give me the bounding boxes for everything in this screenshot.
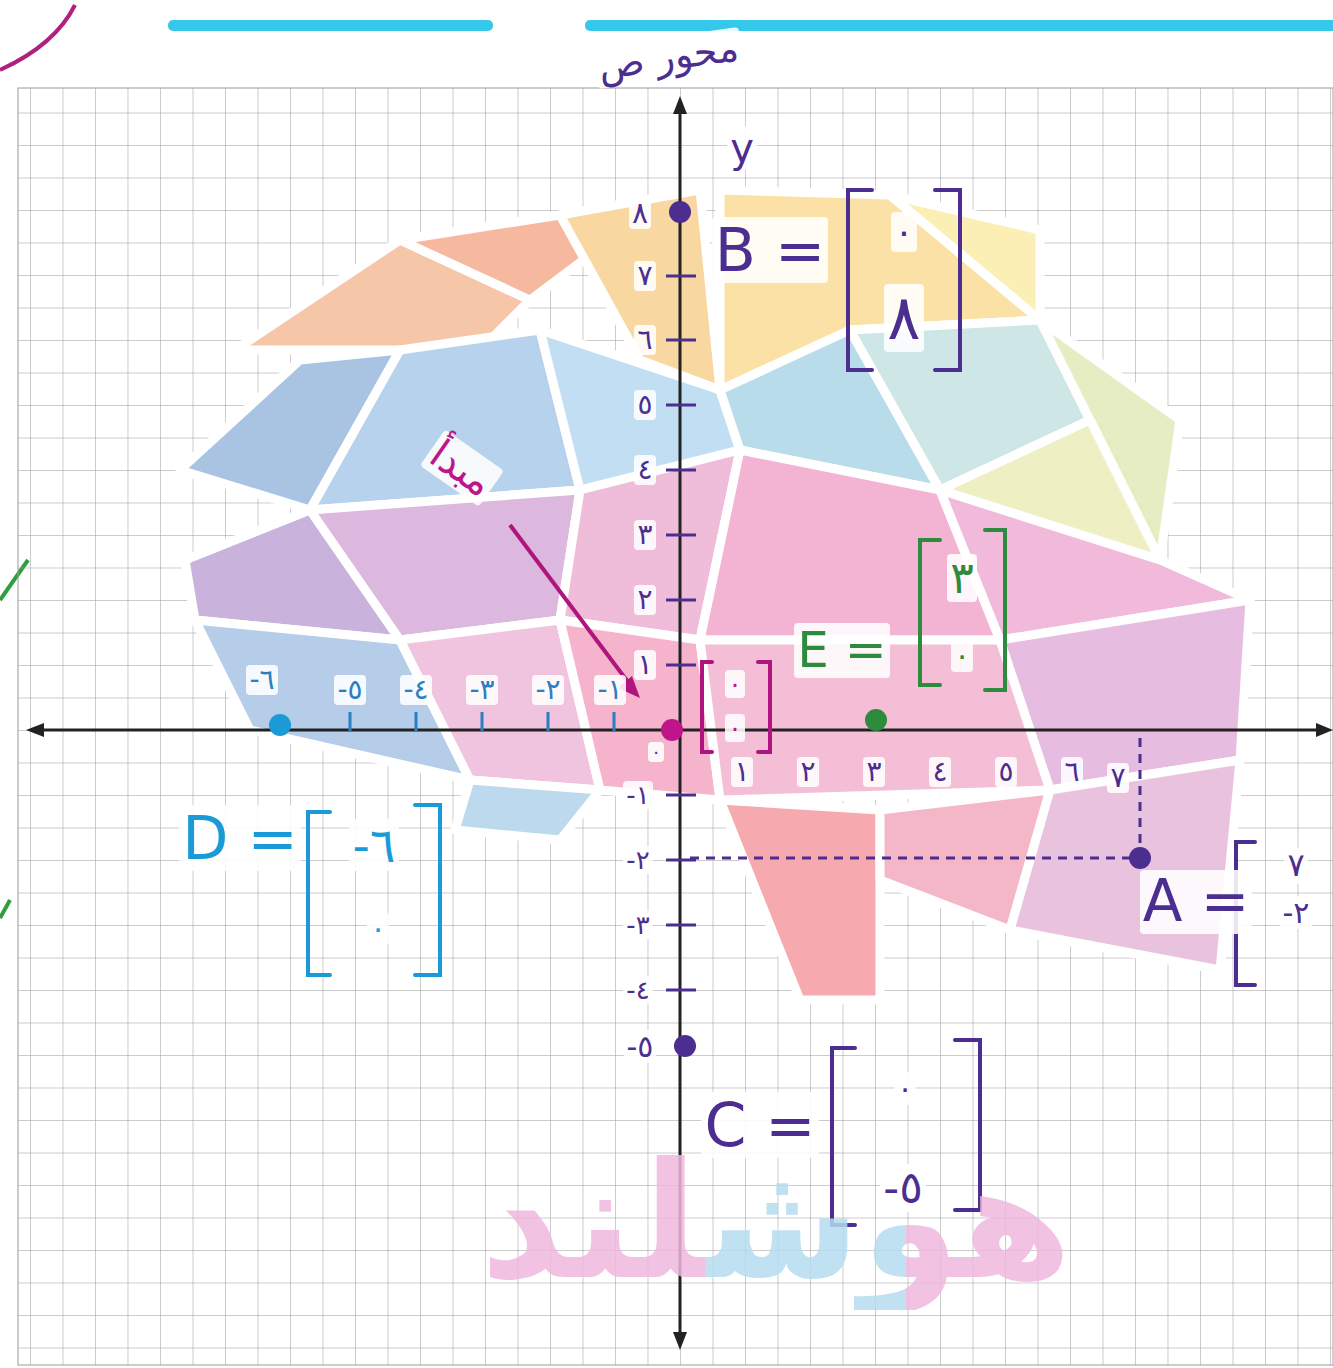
tick-marks <box>350 712 614 732</box>
tick-label: -٢ <box>532 675 563 706</box>
point-c <box>674 1035 696 1057</box>
tick-label: ٦ <box>634 325 655 356</box>
matrix-entry: -٥ <box>880 1164 926 1212</box>
matrix-entry: -٦ <box>349 819 398 872</box>
point-name: A = <box>1140 870 1253 934</box>
decor-stroke <box>0 900 10 918</box>
watermark: هوشلند <box>480 1134 1072 1310</box>
matrix-bracket <box>308 190 1255 1225</box>
matrix-entry: ٠ <box>891 212 916 252</box>
tick-label: -٣ <box>623 911 652 940</box>
tick-label: ٥ <box>634 390 655 421</box>
point-name: E = <box>794 623 889 678</box>
point-a <box>1129 847 1151 869</box>
tick-label: ٦ <box>1061 757 1082 788</box>
point-e <box>865 709 887 731</box>
axis-letter: y <box>727 126 757 170</box>
tick-label: ٠ <box>648 742 664 762</box>
point-d <box>269 714 291 736</box>
point-name: B = <box>712 217 829 283</box>
tick-marks <box>666 276 696 990</box>
matrix-entry: ٨ <box>884 284 923 352</box>
decor-stroke <box>0 5 75 70</box>
tick-label: -٢ <box>623 846 652 875</box>
tick-label: -٥ <box>624 1030 657 1063</box>
tick-label: ٣ <box>863 757 884 788</box>
matrix-entry: ٣ <box>947 554 977 602</box>
matrix-entry: ٠ <box>725 714 745 743</box>
tick-label: ٥ <box>995 757 1016 788</box>
origin-note: مبدأ <box>420 429 504 506</box>
header-bar <box>168 20 493 31</box>
tick-label: -٤ <box>400 675 431 706</box>
tick-label: ١ <box>731 757 752 788</box>
tick-label: ٧ <box>634 261 655 292</box>
axis-title: محور ص <box>592 27 743 89</box>
tick-label: ٨ <box>629 196 651 229</box>
tick-label: ٣ <box>634 520 655 551</box>
point-name: D = <box>179 805 301 871</box>
matrix-entry: ٠ <box>367 912 389 945</box>
tick-label: ٧ <box>1107 763 1128 794</box>
point-b <box>669 201 691 223</box>
matrix-entry: -٢ <box>1280 896 1313 929</box>
leader-arrow <box>510 525 640 698</box>
tick-label: -١ <box>623 781 652 810</box>
header-bar <box>585 20 1333 31</box>
point-origin <box>661 719 683 741</box>
tick-label: -٥ <box>334 675 365 706</box>
tick-label: ٢ <box>634 585 655 616</box>
tick-label: -٤ <box>623 976 652 1005</box>
grid <box>18 88 1333 1365</box>
tick-label: -١ <box>594 675 625 706</box>
matrix-entry: ٠ <box>894 1072 916 1105</box>
point-name: C = <box>701 1092 818 1158</box>
matrix-entry: ٠ <box>725 670 745 699</box>
brain-watermark <box>180 190 1250 1000</box>
matrix-entry: ٧ <box>1284 848 1307 883</box>
tick-label: ٢ <box>797 757 818 788</box>
axes <box>26 96 1333 1350</box>
tick-label: -٦ <box>246 665 277 696</box>
tick-label: ٤ <box>634 455 655 486</box>
guide-line <box>690 738 1140 858</box>
tick-label: ٤ <box>929 757 950 788</box>
matrix-entry: ٠ <box>951 639 973 672</box>
tick-label: ١ <box>634 650 655 681</box>
tick-label: -٣ <box>466 675 497 706</box>
